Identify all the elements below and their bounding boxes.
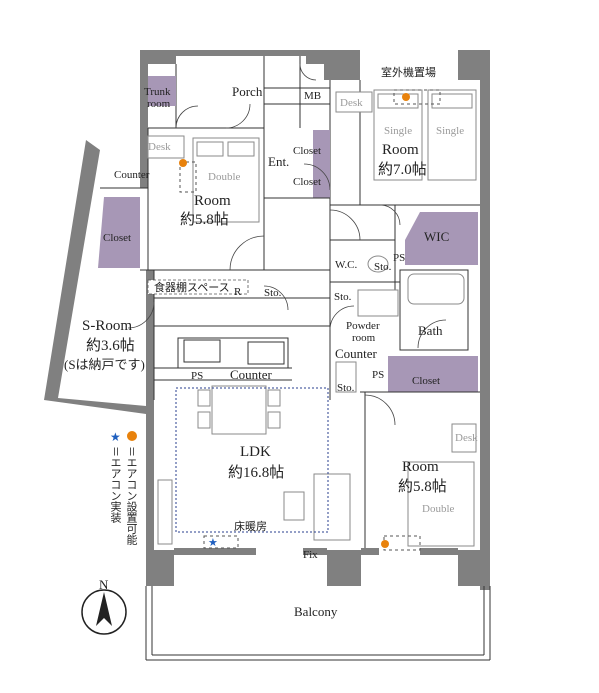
wc-label: W.C. — [335, 259, 357, 271]
desk-room1-label: Desk — [148, 141, 171, 153]
sto-kitchen-label: Sto. — [264, 287, 282, 299]
aircon-possible-marker-room2 — [402, 93, 410, 101]
ps-kitchen-label: PS — [191, 370, 203, 382]
aircon-possible-marker-room1 — [179, 159, 187, 167]
exterior-walls — [44, 50, 490, 590]
room3-size: 約5.8帖 — [398, 478, 447, 495]
s-room-note: (Sは納戸です) — [64, 357, 145, 372]
closet-entrance-label-1: Closet — [293, 145, 321, 157]
trunk-room-label-2: room — [147, 98, 171, 110]
single-bed-1-label: Single — [384, 125, 412, 137]
room2-size: 約7.0帖 — [378, 161, 427, 178]
double-bed-room3-label: Double — [422, 503, 455, 515]
sto-counter-label: Sto. — [337, 382, 355, 394]
closet-room1-label: Closet — [103, 232, 131, 244]
balcony-label: Balcony — [294, 604, 338, 619]
closet-bath-label: Closet — [412, 375, 440, 387]
aircon-possible-marker-room3 — [381, 540, 389, 548]
legend-aircon-installed-icon: ★ — [110, 430, 121, 444]
counter-kitchen-label: Counter — [230, 367, 273, 382]
double-bed-room1-label: Double — [208, 171, 241, 183]
sto-wc-label: Sto. — [374, 261, 392, 273]
floor-heating-label: 床暖房 — [234, 519, 267, 533]
porch-label: Porch — [232, 84, 263, 99]
closet-entrance-label-2: Closet — [293, 176, 321, 188]
outdoor-unit-area-label: 室外機置場 — [381, 65, 436, 79]
room1-size: 約5.8帖 — [180, 211, 229, 228]
powder-room-label-1: Powder — [346, 320, 380, 332]
counter-room1-label: Counter — [114, 169, 150, 181]
s-room-size: 約3.6帖 — [86, 337, 135, 354]
ldk-size: 約16.8帖 — [228, 464, 284, 481]
single-bed-2-label: Single — [436, 125, 464, 137]
r-mark-label: R — [234, 286, 242, 298]
legend-aircon-installed-text: ＝エアコン実装 — [109, 446, 122, 523]
interior-walls — [98, 56, 491, 661]
labels: Trunk room Porch MB Ent. Closet Closet D… — [64, 65, 478, 619]
room2-name: Room — [382, 142, 419, 158]
ps-wc-label: PS — [393, 252, 405, 264]
compass-north-label: N — [99, 577, 109, 592]
furniture — [147, 89, 477, 547]
desk-room3-label: Desk — [455, 432, 478, 444]
wic-label: WIC — [424, 229, 449, 244]
ps-powder-label: PS — [372, 369, 384, 381]
desk-room2-label: Desk — [340, 97, 363, 109]
mb-label: MB — [304, 90, 321, 102]
room1-name: Room — [194, 193, 231, 209]
fix-label: Fix — [303, 549, 318, 561]
aircon-installed-marker-ldk: ★ — [208, 537, 218, 549]
sto-powder-label: Sto. — [334, 291, 352, 303]
room3-name: Room — [402, 459, 439, 475]
bath-label: Bath — [418, 323, 443, 338]
trunk-room-label-1: Trunk — [144, 86, 171, 98]
powder-room-label-2: room — [352, 332, 376, 344]
doors — [127, 63, 447, 426]
counter-powder-label: Counter — [335, 346, 378, 361]
dish-space-label: 食器棚スペース — [154, 280, 230, 294]
legend-aircon-possible-icon — [127, 431, 137, 441]
s-room-name: S-Room — [82, 318, 132, 334]
legend-aircon-possible-text: ＝エアコン設置可能 — [125, 446, 138, 545]
compass-icon: N — [81, 577, 127, 635]
entrance-label: Ent. — [268, 154, 289, 169]
ldk-name: LDK — [240, 444, 271, 460]
dashed-markers — [175, 89, 441, 551]
